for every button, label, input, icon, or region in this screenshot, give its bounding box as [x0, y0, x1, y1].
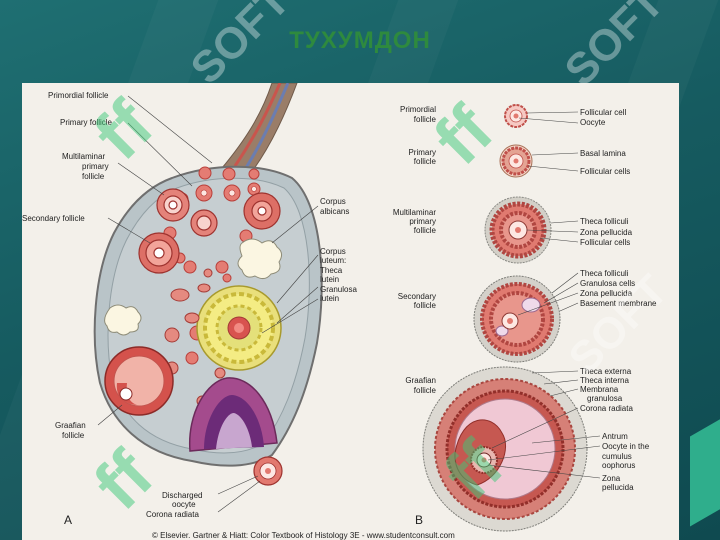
- graafian-follicle-a: [104, 346, 174, 416]
- label-b-primordial-1: Primordial: [400, 105, 436, 114]
- stage-multilaminar: [484, 196, 552, 264]
- label-oocyte-cumulus-1: Oocyte in the: [602, 442, 650, 451]
- ovary-diagram: Primordial follicle Primary follicle Mul…: [22, 83, 657, 540]
- label-b-secondary-2: follicle: [414, 301, 437, 310]
- stage-primary: [499, 144, 533, 178]
- label-primordial-follicle: Primordial follicle: [48, 91, 109, 100]
- label-b-graafian-2: follicle: [414, 386, 437, 395]
- label-basal-lamina: Basal lamina: [580, 149, 626, 158]
- label-b-multilaminar-2: primary: [409, 217, 436, 226]
- label-theca-folliculi-2: Theca folliculi: [580, 269, 629, 278]
- panel-b-letter: B: [415, 513, 423, 527]
- label-multilaminar-2: primary: [82, 162, 109, 171]
- histology-figure: Primordial follicle Primary follicle Mul…: [22, 83, 679, 540]
- label-b-primary-1: Primary: [408, 148, 436, 157]
- label-b-multilaminar-1: Multilaminar: [393, 208, 436, 217]
- label-antrum: Antrum: [602, 432, 628, 441]
- label-oocyte: Oocyte: [580, 118, 606, 127]
- stage-primordial: [504, 104, 528, 128]
- ruptured-follicle: [189, 377, 278, 452]
- atretic-follicles: [164, 268, 226, 407]
- panel-a-letter: A: [64, 513, 72, 527]
- label-basement-membrane: Basement membrane: [580, 299, 657, 308]
- label-follicular-cell: Follicular cell: [580, 108, 626, 117]
- label-corpus-albicans-1: Corpus: [320, 197, 346, 206]
- label-graafian-follicle-1: Graafian: [55, 421, 86, 430]
- label-discharged-oocyte-1: Discharged: [162, 491, 202, 500]
- label-b-graafian-1: Graafian: [405, 376, 436, 385]
- label-granulosa-lutein-1: Granulosa: [320, 285, 357, 294]
- label-multilaminar-1: Multilaminar: [62, 152, 105, 161]
- label-theca-lutein-2: lutein: [320, 275, 339, 284]
- stage-secondary: [473, 275, 561, 363]
- label-graafian-follicle-2: follicle: [62, 431, 85, 440]
- corner-decoration: [690, 413, 720, 527]
- label-b-primordial-2: follicle: [414, 115, 437, 124]
- stage-graafian: [422, 366, 588, 532]
- label-oocyte-cumulus-2: cumulus: [602, 452, 632, 461]
- label-primary-follicle: Primary follicle: [60, 118, 113, 127]
- label-zona-pellucida-2: Zona pellucida: [580, 289, 633, 298]
- label-theca-lutein-1: Theca: [320, 266, 343, 275]
- label-theca-folliculi-1: Theca folliculi: [580, 217, 629, 226]
- label-oocyte-cumulus-3: oophorus: [602, 461, 635, 470]
- label-corpus-luteum-1: Corpus: [320, 247, 346, 256]
- corpus-albicans: [104, 238, 283, 336]
- label-zona-pellucida-1: Zona pellucida: [580, 228, 633, 237]
- corpus-luteum: [196, 285, 282, 371]
- label-membrana-granulosa-1: Membrana: [580, 385, 619, 394]
- label-zona-pellucida-3a: Zona: [602, 474, 621, 483]
- label-follicular-cells-2: Follicular cells: [580, 238, 630, 247]
- label-secondary-follicle: Secondary follicle: [22, 214, 85, 223]
- label-corona-radiata-a: Corona radiata: [146, 510, 199, 519]
- label-follicular-cells-1: Follicular cells: [580, 167, 630, 176]
- label-corpus-albicans-2: albicans: [320, 207, 349, 216]
- label-corona-radiata-b: Corona radiata: [580, 404, 633, 413]
- label-membrana-granulosa-2: granulosa: [587, 394, 623, 403]
- ovarian-vessels: [221, 83, 298, 179]
- discharged-oocyte: [253, 456, 283, 486]
- slide-title: ТУХУМДОН: [289, 27, 431, 54]
- copyright-text: © Elsevier. Gartner & Hiatt: Color Textb…: [152, 531, 455, 540]
- label-b-multilaminar-3: follicle: [414, 226, 437, 235]
- label-zona-pellucida-3b: pellucida: [602, 483, 634, 492]
- label-b-primary-2: follicle: [414, 157, 437, 166]
- label-corpus-luteum-2: luteum:: [320, 256, 346, 265]
- label-discharged-oocyte-2: oocyte: [172, 500, 196, 509]
- label-multilaminar-3: follicle: [82, 172, 105, 181]
- label-granulosa-cells: Granulosa cells: [580, 279, 635, 288]
- label-theca-externa: Theca externa: [580, 367, 632, 376]
- label-theca-interna: Theca interna: [580, 376, 629, 385]
- secondary-follicle: [138, 192, 281, 274]
- label-granulosa-lutein-2: lutein: [320, 294, 339, 303]
- label-b-secondary-1: Secondary: [398, 292, 436, 301]
